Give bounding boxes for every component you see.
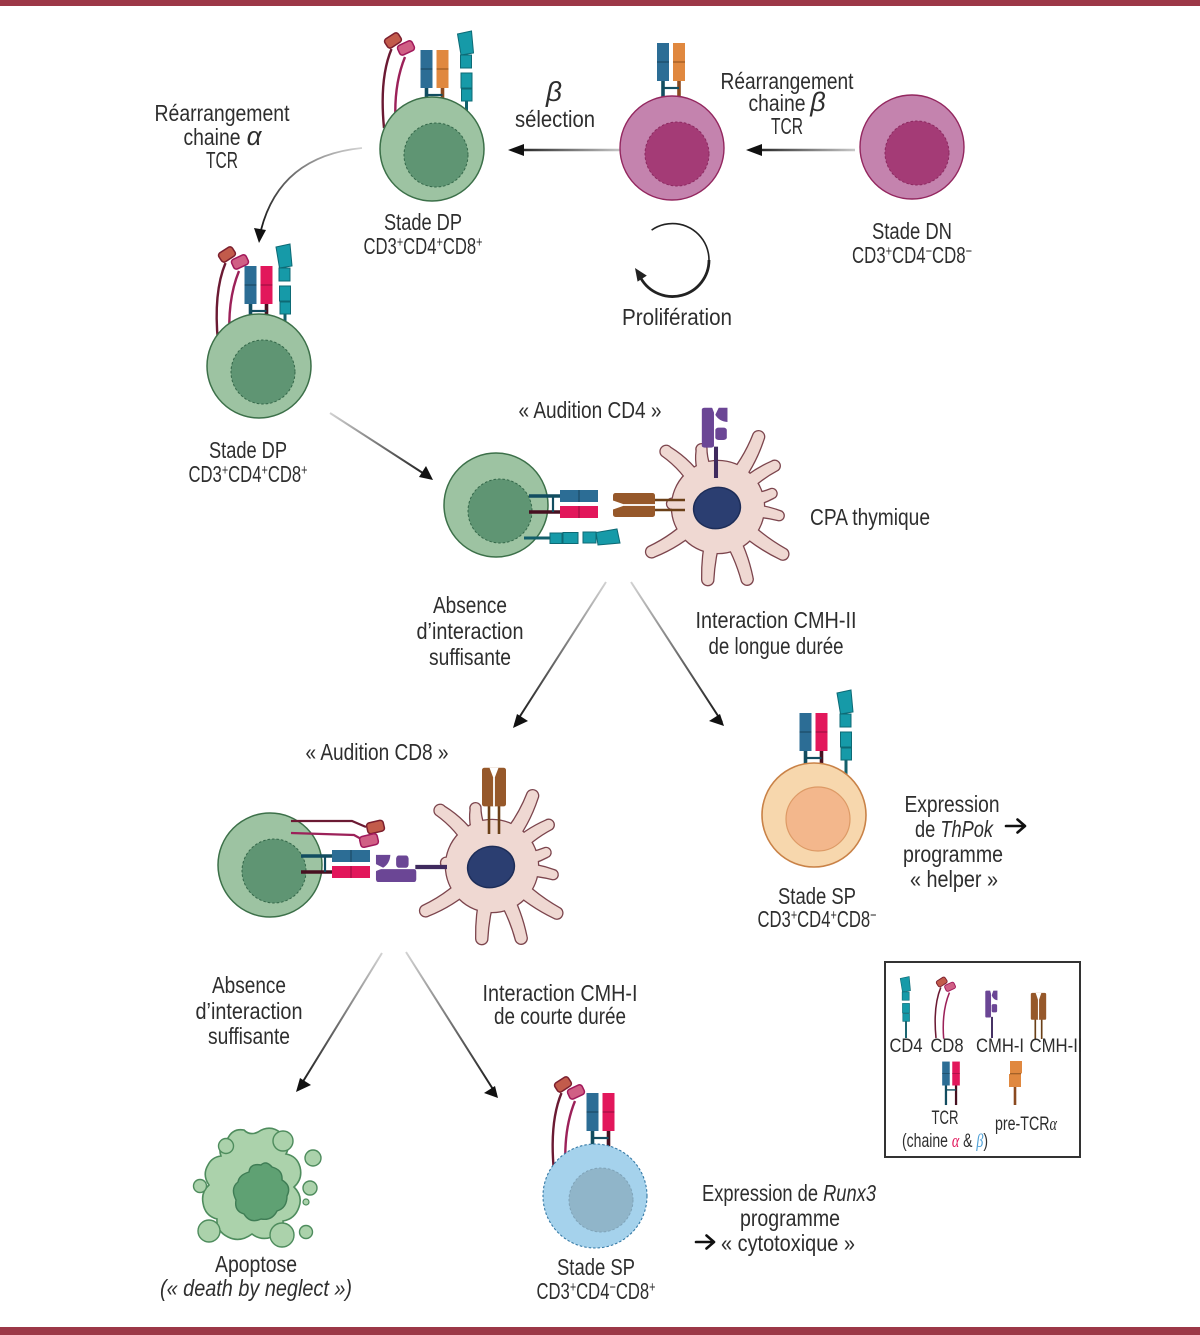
svg-text:CMH-I: CMH-I <box>976 1036 1024 1057</box>
svg-text:de ThPok: de ThPok <box>915 816 994 842</box>
svg-text:« cytotoxique »: « cytotoxique » <box>721 1230 855 1256</box>
svg-text:Prolifération: Prolifération <box>622 304 732 330</box>
svg-text:Stade DP: Stade DP <box>384 209 462 235</box>
svg-text:« Audition CD8 »: « Audition CD8 » <box>306 739 449 765</box>
svg-text:chaine: chaine <box>749 90 806 116</box>
svg-text:Réarrangement: Réarrangement <box>155 100 291 126</box>
svg-text:Expression de Runx3: Expression de Runx3 <box>702 1180 876 1206</box>
svg-text:d’interaction: d’interaction <box>417 618 524 644</box>
svg-text:Apoptose: Apoptose <box>215 1251 297 1277</box>
svg-text:CD3+CD4+CD8−: CD3+CD4+CD8− <box>758 906 877 932</box>
svg-text:« helper »: « helper » <box>910 866 998 892</box>
svg-text:chaine: chaine <box>184 124 241 150</box>
svg-text:Réarrangement: Réarrangement <box>721 68 855 94</box>
svg-text:« Audition CD4 »: « Audition CD4 » <box>519 397 662 423</box>
svg-text:TCR: TCR <box>206 147 238 173</box>
svg-text:suffisante: suffisante <box>208 1023 290 1049</box>
svg-text:Absence: Absence <box>433 592 507 618</box>
svg-text:CD3+CD4+CD8+: CD3+CD4+CD8+ <box>364 233 483 259</box>
svg-text:Stade DP: Stade DP <box>209 437 287 463</box>
svg-text:β: β <box>809 87 825 117</box>
svg-text:CD3+CD4−CD8+: CD3+CD4−CD8+ <box>537 1278 656 1304</box>
svg-text:de courte durée: de courte durée <box>494 1003 626 1029</box>
svg-text:Expression: Expression <box>905 791 1000 817</box>
svg-text:de longue durée: de longue durée <box>709 633 844 659</box>
svg-text:CMH-II: CMH-II <box>1030 1036 1083 1057</box>
svg-text:α: α <box>247 121 263 151</box>
svg-text:β: β <box>545 76 562 107</box>
svg-text:Stade SP: Stade SP <box>557 1254 635 1280</box>
svg-text:CD3+CD4+CD8+: CD3+CD4+CD8+ <box>189 461 308 487</box>
svg-text:Absence: Absence <box>212 972 286 998</box>
svg-text:Interaction CMH-II: Interaction CMH-II <box>696 607 857 633</box>
svg-text:pre-TCRα: pre-TCRα <box>995 1114 1058 1135</box>
svg-text:suffisante: suffisante <box>429 644 511 670</box>
svg-text:programme: programme <box>903 841 1003 867</box>
svg-text:Interaction CMH-I: Interaction CMH-I <box>483 980 638 1006</box>
svg-text:CD4: CD4 <box>890 1036 923 1057</box>
svg-text:Stade DN: Stade DN <box>872 218 952 244</box>
svg-text:Stade SP: Stade SP <box>778 883 856 909</box>
svg-text:TCR: TCR <box>932 1108 959 1129</box>
svg-text:sélection: sélection <box>515 106 595 132</box>
svg-text:CD3+CD4−CD8−: CD3+CD4−CD8− <box>852 242 972 268</box>
svg-text:(chaine α & β): (chaine α & β) <box>902 1131 988 1152</box>
svg-text:programme: programme <box>740 1205 840 1231</box>
svg-text:d’interaction: d’interaction <box>196 998 303 1024</box>
svg-text:TCR: TCR <box>771 113 803 139</box>
svg-text:CD8: CD8 <box>931 1036 964 1057</box>
svg-text:CPA thymique: CPA thymique <box>810 504 930 530</box>
svg-text:(« death by neglect »): (« death by neglect ») <box>160 1275 352 1301</box>
